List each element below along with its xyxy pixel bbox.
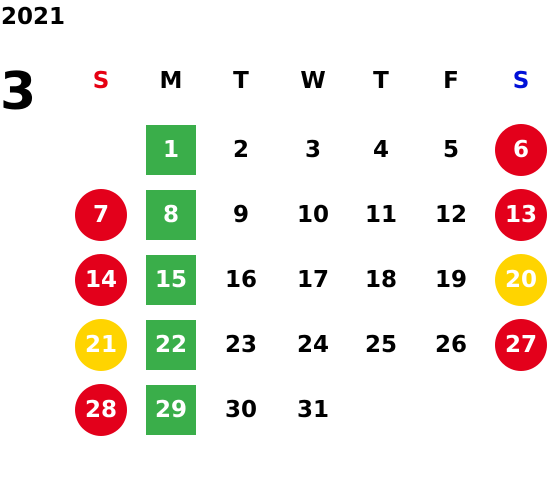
day-cell-7[interactable]: 7 [75, 189, 127, 241]
weekday-header-wednesday: W [300, 68, 326, 94]
day-cell-17[interactable]: 17 [296, 267, 329, 293]
day-cell-23[interactable]: 23 [224, 332, 257, 358]
day-cell-9[interactable]: 9 [232, 202, 249, 228]
day-cell-10[interactable]: 10 [296, 202, 329, 228]
day-cell-16[interactable]: 16 [224, 267, 257, 293]
weekday-header-tuesday: T [233, 68, 249, 94]
day-cell-14[interactable]: 14 [75, 254, 127, 306]
day-cell-6[interactable]: 6 [495, 124, 547, 176]
day-cell-15[interactable]: 15 [146, 255, 196, 305]
day-cell-18[interactable]: 18 [364, 267, 397, 293]
day-cell-1[interactable]: 1 [146, 125, 196, 175]
day-cell-4[interactable]: 4 [372, 137, 389, 163]
day-cell-25[interactable]: 25 [364, 332, 397, 358]
day-cell-3[interactable]: 3 [304, 137, 321, 163]
day-cell-2[interactable]: 2 [232, 137, 249, 163]
calendar-year: 2021 [1, 4, 66, 30]
day-cell-31[interactable]: 31 [296, 397, 329, 423]
day-cell-5[interactable]: 5 [442, 137, 459, 163]
weekday-header-saturday: S [512, 68, 530, 94]
day-cell-21[interactable]: 21 [75, 319, 127, 371]
day-cell-11[interactable]: 11 [364, 202, 397, 228]
weekday-header-sunday: S [92, 68, 110, 94]
day-cell-29[interactable]: 29 [146, 385, 196, 435]
day-cell-12[interactable]: 12 [434, 202, 467, 228]
day-cell-28[interactable]: 28 [75, 384, 127, 436]
day-cell-20[interactable]: 20 [495, 254, 547, 306]
day-cell-8[interactable]: 8 [146, 190, 196, 240]
day-cell-13[interactable]: 13 [495, 189, 547, 241]
weekday-header-thursday: T [373, 68, 389, 94]
day-cell-24[interactable]: 24 [296, 332, 329, 358]
day-cell-19[interactable]: 19 [434, 267, 467, 293]
weekday-header-monday: M [159, 68, 183, 94]
calendar-month: 3 [0, 62, 37, 122]
weekday-header-friday: F [443, 68, 459, 94]
day-cell-27[interactable]: 27 [495, 319, 547, 371]
day-cell-22[interactable]: 22 [146, 320, 196, 370]
day-cell-26[interactable]: 26 [434, 332, 467, 358]
day-cell-30[interactable]: 30 [224, 397, 257, 423]
